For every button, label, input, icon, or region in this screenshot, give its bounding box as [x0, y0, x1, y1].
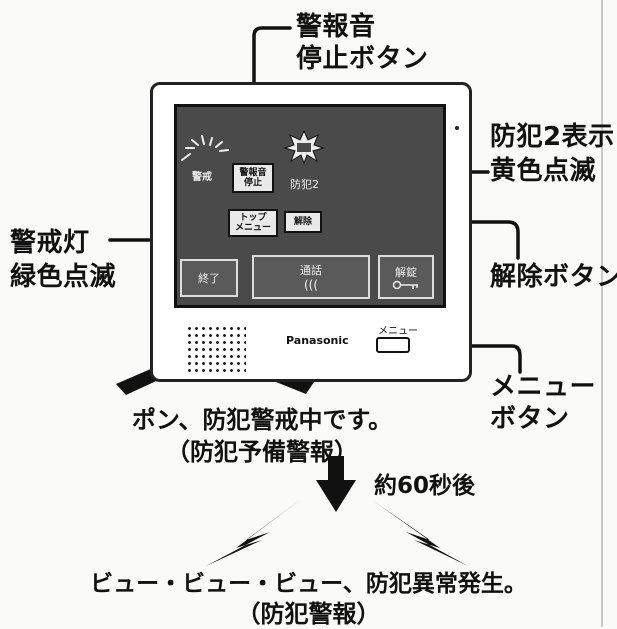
menu-leader — [410, 344, 522, 374]
security2-text: 防犯2 — [290, 178, 319, 191]
lightning-bolt-icon — [372, 500, 468, 566]
delay-label: 約60秒後 — [374, 473, 476, 499]
alarm-stop-callout-2: 停止ボタン — [296, 44, 429, 74]
release-label: 解除 — [293, 217, 312, 227]
indicator-dot — [455, 126, 459, 130]
security2-callout-2: 黄色点滅 — [490, 156, 597, 186]
menu-button-callout-2: ボタン — [490, 404, 570, 434]
end-label: 終了 — [198, 272, 220, 285]
alarm-burst-icon — [181, 135, 229, 161]
key-icon — [392, 280, 418, 290]
sound-wave-icon: ((( — [303, 278, 319, 292]
top-menu-label-1: トップ — [239, 213, 267, 223]
screen-alarm-stop-button[interactable]: 警報音 停止 — [232, 163, 274, 193]
warning-lamp-callout-2: 緑色点滅 — [10, 262, 117, 292]
speaker-grille-icon — [186, 325, 246, 373]
unlock-button[interactable]: 解錠 — [378, 255, 434, 299]
release-leader — [320, 220, 520, 260]
security2-callout-1: 防犯2表示 — [490, 122, 615, 152]
lightning-bolt-icon — [206, 500, 300, 566]
top-menu-button[interactable]: トップ メニュー — [228, 209, 278, 237]
alarm-stop-label-2: 停止 — [243, 178, 262, 188]
alarm-stop-label-1: 警報音 — [239, 168, 267, 178]
screen-release-button[interactable]: 解除 — [284, 211, 322, 233]
warning-lamp-callout-1: 警戒灯 — [10, 228, 90, 258]
warning-label: 警戒 — [192, 172, 212, 183]
pre-alarm-message: ポン、防犯警戒中です。 — [131, 406, 393, 434]
pre-alarm-type: （防犯予備警報） — [166, 438, 358, 466]
call-label: 通話 — [300, 264, 322, 277]
brand-logo: Panasonic — [286, 334, 349, 347]
top-menu-label-2: メニュー — [234, 223, 271, 233]
unlock-label: 解錠 — [395, 266, 417, 279]
security-burst-icon — [284, 130, 324, 164]
call-button[interactable]: 通話 ((( — [252, 255, 370, 299]
menu-button-callout-1: メニュー — [490, 372, 597, 402]
device-menu-button[interactable] — [376, 337, 410, 353]
alarm-stop-callout-1: 警報音 — [296, 12, 376, 42]
end-button[interactable]: 終了 — [180, 259, 238, 297]
down-arrow-icon — [316, 456, 356, 512]
alarm-type: （防犯警報） — [236, 600, 381, 628]
release-button-callout: 解除ボタン — [490, 262, 617, 292]
alarm-message: ビュー・ビュー・ビュー、防犯異常発生。 — [90, 571, 527, 597]
alarm-stop-leader — [252, 26, 292, 164]
menu-button-label: メニュー — [378, 326, 418, 337]
